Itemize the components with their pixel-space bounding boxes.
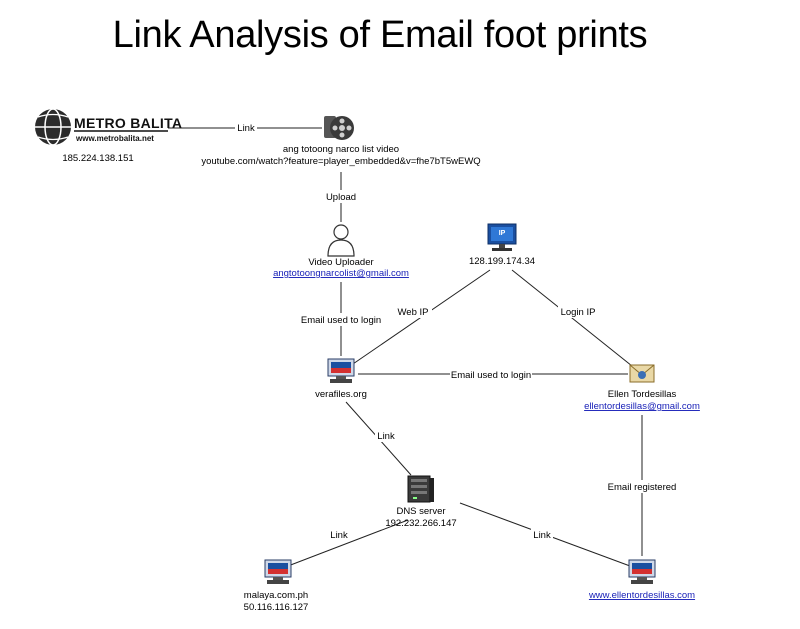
node-ip[interactable]: IP 128.199.174.34 <box>469 223 535 267</box>
malaya-ip: 50.116.116.127 <box>244 602 309 613</box>
edge-uploader-verafiles: Email used to login <box>298 282 384 356</box>
email-envelope-icon <box>629 364 655 383</box>
edge-label: Link <box>237 123 255 134</box>
edge-label: Email used to login <box>301 315 381 326</box>
page-title: Link Analysis of Email foot prints <box>112 14 648 56</box>
node-ellen[interactable]: Ellen Tordesillas ellentordesillas@gmail… <box>584 364 700 412</box>
edge-label: Web IP <box>398 307 429 318</box>
person-icon <box>327 224 355 257</box>
ellen-site-link[interactable]: www.ellentordesillas.com <box>588 590 695 601</box>
node-metrobalita[interactable]: METRO BALITA www.metrobalita.net 185.224… <box>35 108 182 164</box>
uploader-email-link[interactable]: angtotoongnarcolist@gmail.com <box>273 268 409 279</box>
edge-dns-malaya: Link <box>287 519 409 567</box>
edge-ip-verafiles: Web IP <box>349 269 491 367</box>
metrobalita-logo-text: METRO BALITA <box>74 115 182 131</box>
node-verafiles[interactable]: verafiles.org <box>315 358 367 400</box>
edge-video-uploader: Upload <box>323 172 359 222</box>
edge-label: Link <box>330 530 348 541</box>
computer-icon <box>327 358 355 383</box>
ellen-name: Ellen Tordesillas <box>608 389 677 400</box>
edge-verafiles-ellen: Email used to login <box>358 368 628 381</box>
computer-icon <box>264 559 292 584</box>
edge-label: Email used to login <box>451 370 531 381</box>
metrobalita-logo-url: www.metrobalita.net <box>75 134 154 143</box>
edge-dns-site: Link <box>459 502 631 567</box>
video-title: ang totoong narco list video <box>283 144 399 155</box>
edge-metrobalita-video: Link <box>168 122 322 134</box>
malaya-name: malaya.com.ph <box>244 590 308 601</box>
edge-ellen-site: Email registered <box>607 415 677 556</box>
film-reel-icon <box>324 116 354 140</box>
edge-label: Upload <box>326 192 356 203</box>
edge-ip-ellen: Login IP <box>511 269 633 367</box>
edge-label: Login IP <box>561 307 596 318</box>
dns-ip: 192.232.266.147 <box>385 518 456 529</box>
node-dns-server[interactable]: DNS server 192.232.266.147 <box>385 475 457 529</box>
metrobalita-ip: 185.224.138.151 <box>62 153 133 164</box>
edge-label: Link <box>377 431 395 442</box>
server-icon <box>407 475 434 503</box>
computer-icon <box>628 559 656 584</box>
ip-monitor-icon: IP <box>487 223 517 251</box>
ip-badge: IP <box>499 230 506 237</box>
ellen-email-link[interactable]: ellentordesillas@gmail.com <box>584 401 700 412</box>
node-malaya[interactable]: malaya.com.ph 50.116.116.127 <box>244 559 309 613</box>
node-video-uploader[interactable]: Video Uploader angtotoongnarcolist@gmail… <box>273 224 409 279</box>
uploader-name: Video Uploader <box>308 257 373 268</box>
edge-label: Email registered <box>608 482 677 493</box>
node-video[interactable]: ang totoong narco list video youtube.com… <box>201 116 481 167</box>
node-ellen-site[interactable]: www.ellentordesillas.com <box>588 559 695 601</box>
edge-verafiles-dns: Link <box>345 401 412 476</box>
ip-address: 128.199.174.34 <box>469 256 535 267</box>
verafiles-name: verafiles.org <box>315 389 367 400</box>
globe-icon <box>35 108 71 146</box>
dns-name: DNS server <box>396 506 445 517</box>
video-url: youtube.com/watch?feature=player_embedde… <box>201 156 480 167</box>
edge-label: Link <box>533 530 551 541</box>
